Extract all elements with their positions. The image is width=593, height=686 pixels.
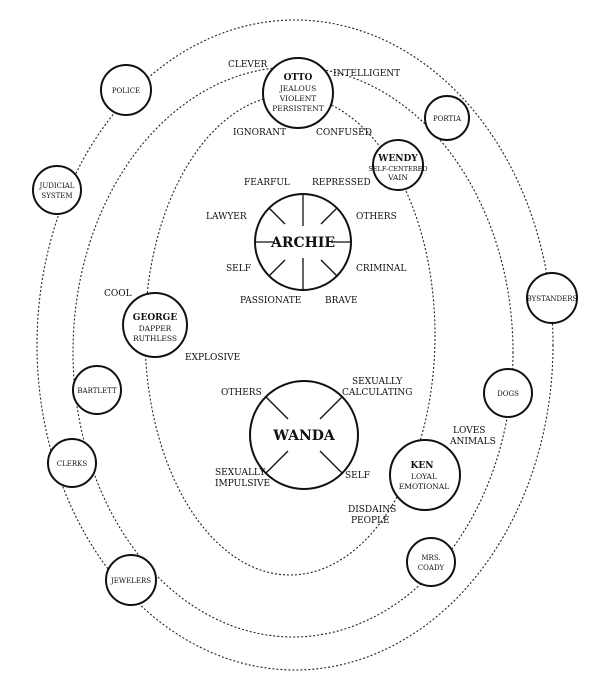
trait-label: OTHERS [356, 212, 397, 222]
jewelers-node: JEWELERS [105, 554, 157, 606]
dogs-circle [483, 368, 533, 418]
trait-label: COOL [104, 289, 132, 299]
bartlett-node: BARTLETT [72, 365, 122, 415]
judicial-system-node: JUDICIAL SYSTEM [32, 165, 82, 215]
judicial-system-name: SYSTEM [41, 192, 72, 200]
bystanders-node: BYSTANDERS [526, 272, 578, 324]
ken-name: KEN [411, 461, 434, 471]
wanda-name: WANDA [272, 428, 336, 444]
jewelers-circle [105, 554, 157, 606]
otto-circle [262, 57, 334, 129]
trait-label: IMPULSIVE [215, 479, 270, 489]
wanda-spoke [319, 450, 343, 474]
clerks-name: CLERKS [57, 460, 88, 468]
mrs-coady-circle [406, 537, 456, 587]
otto-name: OTTO [284, 73, 313, 83]
archie-spoke [268, 259, 286, 277]
portia-node: PORTIA [424, 95, 470, 141]
ken-circle [389, 439, 461, 511]
george-node: GEORGE DAPPER RUTHLESS [122, 292, 188, 358]
jewelers-name: JEWELERS [110, 577, 151, 585]
wendy-trait: VAIN [387, 173, 408, 182]
trait-label: CALCULATING [342, 388, 412, 398]
judicial-system-name: JUDICIAL [39, 182, 75, 190]
trait-label: PASSIONATE [240, 296, 301, 306]
ken-trait: EMOTIONAL [399, 482, 449, 491]
bystanders-circle [526, 272, 578, 324]
trait-label: EXPLOSIVE [185, 353, 240, 363]
otto-node: OTTO JEALOUS VIOLENT PERSISTENT [262, 57, 334, 129]
trait-label: SEXUALLY [215, 468, 266, 478]
trait-label: CONFUSED [316, 128, 372, 138]
bystanders-name: BYSTANDERS [527, 295, 578, 303]
trait-label: FEARFUL [244, 178, 290, 188]
clerks-circle [47, 438, 97, 488]
wanda-spoke [265, 396, 289, 420]
dogs-name: DOGS [497, 390, 519, 398]
trait-label: CLEVER [228, 60, 268, 70]
portia-circle [424, 95, 470, 141]
otto-trait: PERSISTENT [272, 104, 323, 113]
wanda-spoke [319, 396, 343, 420]
wendy-node: WENDY SELF-CENTERED VAIN [368, 139, 428, 191]
police-node: POLICE [100, 64, 152, 116]
george-name: GEORGE [133, 313, 178, 323]
mrs-coady-name: COADY [418, 564, 445, 572]
wanda-node: WANDA [249, 380, 359, 490]
trait-label: CRIMINAL [356, 264, 406, 274]
trait-label: SELF [345, 471, 370, 481]
ken-node: KEN LOYAL EMOTIONAL [389, 439, 461, 511]
wanda-spoke [265, 450, 289, 474]
judicial-system-circle [32, 165, 82, 215]
mrs-coady-name: MRS. [421, 554, 440, 562]
police-circle [100, 64, 152, 116]
wendy-circle [372, 139, 424, 191]
archie-name: ARCHIE [270, 235, 335, 251]
trait-label: SEXUALLY [352, 377, 403, 387]
trait-label: INTELLIGENT [333, 69, 400, 79]
trait-label: SELF [226, 264, 251, 274]
dogs-node: DOGS [483, 368, 533, 418]
otto-trait: VIOLENT [279, 94, 317, 103]
archie-spoke [320, 259, 338, 277]
archie-spoke [320, 207, 338, 225]
portia-name: PORTIA [433, 115, 462, 123]
trait-label: LOVES [453, 426, 485, 436]
george-circle [122, 292, 188, 358]
trait-label: BRAVE [325, 296, 358, 306]
ken-trait: LOYAL [411, 472, 437, 481]
archie-node: ARCHIE [254, 193, 352, 291]
bartlett-name: BARTLETT [77, 387, 117, 395]
george-trait: DAPPER [139, 324, 172, 333]
trait-label: OTHERS [221, 388, 262, 398]
archie-spoke [268, 207, 286, 225]
outer-ring [36, 19, 554, 671]
trait-label: REPRESSED [312, 178, 371, 188]
trait-label: DISDAINS [348, 505, 396, 515]
middle-ring [72, 66, 514, 638]
bartlett-circle [72, 365, 122, 415]
george-trait: RUTHLESS [133, 334, 177, 343]
trait-label: LAWYER [206, 212, 247, 222]
otto-trait: JEALOUS [279, 84, 317, 93]
police-name: POLICE [112, 87, 140, 95]
trait-label: ANIMALS [449, 437, 496, 447]
clerks-node: CLERKS [47, 438, 97, 488]
mrs-coady-node: MRS. COADY [406, 537, 456, 587]
wendy-trait: SELF-CENTERED [368, 165, 427, 173]
trait-label: IGNORANT [233, 128, 286, 138]
trait-label: PEOPLE [351, 516, 390, 526]
wendy-name: WENDY [377, 154, 418, 164]
